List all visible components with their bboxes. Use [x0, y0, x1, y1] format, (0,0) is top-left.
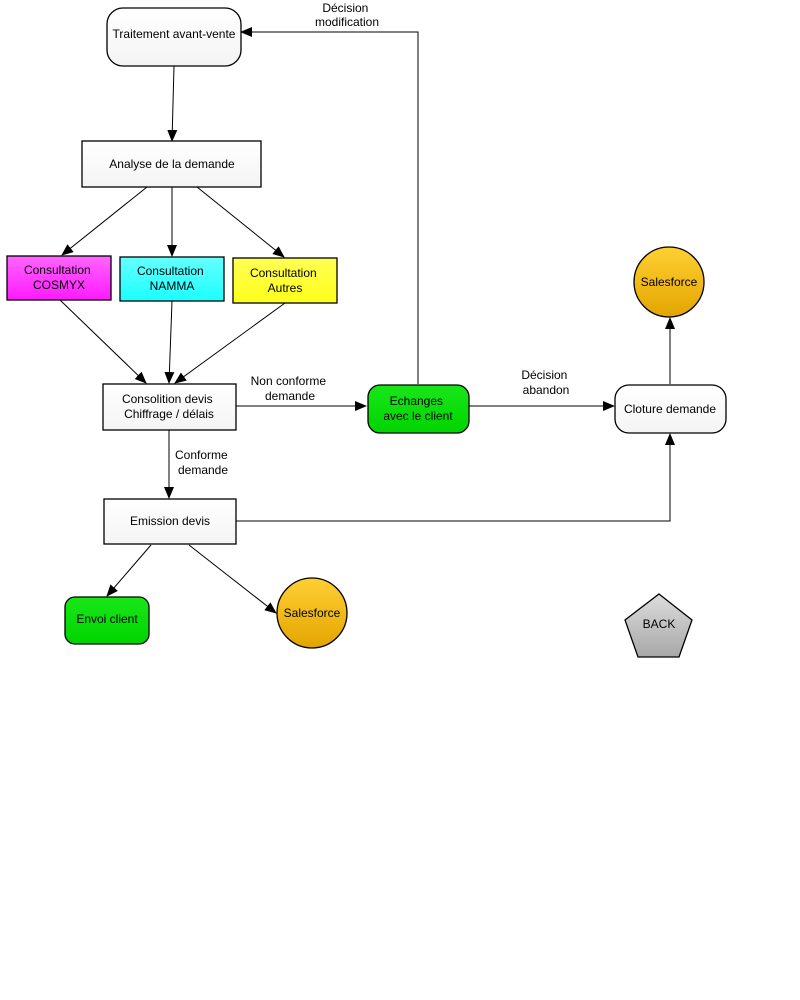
edge-cosmyx-to-consolidation: [59, 299, 147, 384]
edge-analyse-to-autres: [196, 186, 285, 258]
node-consultation-cosmyx[interactable]: Consultation COSMYX: [6, 255, 112, 301]
node-analyse-demande[interactable]: Analyse de la demande: [81, 140, 262, 188]
edge-emission-to-envoi: [106, 544, 152, 597]
edge-echanges-to-traitement: [240, 27, 419, 384]
node-consultation-autres[interactable]: Consultation Autres: [232, 257, 338, 304]
svg-text:Cloture demande: Cloture demande: [624, 402, 716, 416]
svg-text:Salesforce: Salesforce: [284, 606, 341, 620]
svg-text:Consultation COSMYX: Consultation COSMYX: [24, 263, 94, 292]
node-emission-devis[interactable]: Emission devis: [103, 498, 237, 545]
svg-text:Consultation NAMMA: Consultation NAMMA: [137, 264, 207, 293]
svg-text:Salesforce: Salesforce: [641, 275, 698, 289]
svg-text:Consolition devis Chiffr: Consolition devis Chiffrage / délais: [122, 392, 216, 421]
label-decision-abandon: Décision abandon: [521, 368, 570, 397]
node-consultation-namma[interactable]: Consultation NAMMA: [119, 256, 225, 302]
edge-traitement-to-analyse: [167, 65, 178, 142]
svg-text:Analyse de la demande: Analyse de la demande: [109, 157, 235, 171]
edge-emission-to-salesforce: [188, 544, 277, 614]
svg-text:BACK: BACK: [643, 617, 676, 631]
edge-namma-to-consolidation: [164, 300, 175, 384]
node-cloture-demande[interactable]: Cloture demande: [614, 384, 727, 434]
edge-emission-to-cloture: [236, 433, 675, 522]
node-salesforce-top[interactable]: Salesforce: [633, 246, 705, 318]
edge-autres-to-consolidation: [174, 302, 286, 384]
svg-text:Envoi client: Envoi client: [76, 612, 138, 626]
svg-text:Emission devis: Emission devis: [130, 514, 210, 528]
label-conforme-demande: Conforme demande: [175, 448, 231, 477]
node-salesforce-bottom[interactable]: Salesforce: [276, 577, 348, 649]
label-decision-modification: Décision modification: [315, 1, 379, 29]
back-button[interactable]: BACK: [624, 593, 693, 658]
node-echanges-client[interactable]: Echanges avec le client: [367, 384, 470, 434]
node-traitement-avant-vente[interactable]: Traitement avant-vente: [106, 7, 242, 67]
edges: [59, 27, 675, 614]
node-envoi-client[interactable]: Envoi client: [64, 596, 150, 645]
edge-analyse-to-cosmyx: [61, 186, 148, 256]
node-consolidation-devis[interactable]: Consolition devis Chiffrage / délais: [102, 383, 237, 431]
svg-text:Traitement avant-vente: Traitement avant-vente: [113, 27, 236, 41]
label-non-conforme-demande: Non conforme demande: [251, 374, 330, 403]
svg-text:Echanges avec le client: Echanges avec le client: [383, 394, 453, 423]
svg-text:Consultation Autres: Consultation Autres: [250, 266, 320, 295]
